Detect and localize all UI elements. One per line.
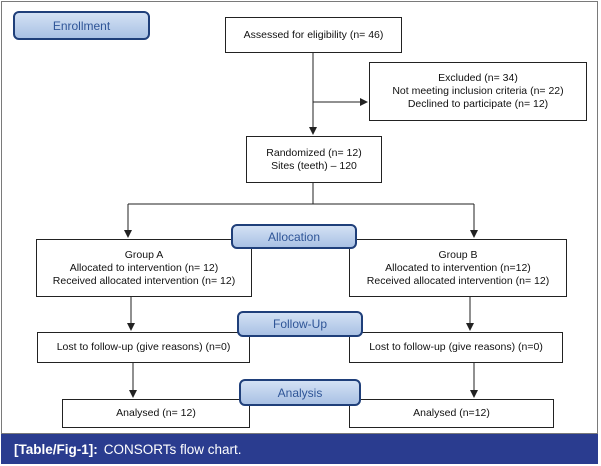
group-a-analysed-box: Analysed (n= 12) [62, 399, 250, 428]
enrollment-stage-label: Enrollment [13, 11, 150, 40]
connector-lines [124, 53, 478, 398]
group-b-analysed-text: Analysed (n=12) [413, 407, 490, 419]
group-b-allocation-box: Group B Allocated to intervention (n=12)… [349, 239, 567, 297]
follow-up-stage-label: Follow-Up [237, 311, 363, 337]
randomized-sites: Sites (teeth) – 120 [271, 159, 357, 172]
assessed-text: Assessed for eligibility (n= 46) [243, 28, 384, 41]
caption-label: [Table/Fig-1]: [14, 441, 98, 457]
group-a-lost-box: Lost to follow-up (give reasons) (n=0) [37, 332, 250, 363]
randomized-box: Randomized (n= 12) Sites (teeth) – 120 [246, 136, 382, 183]
figure-caption: [Table/Fig-1]: CONSORTs flow chart. [1, 434, 598, 464]
group-b-lost-box: Lost to follow-up (give reasons) (n=0) [349, 332, 563, 363]
randomized-count: Randomized (n= 12) [266, 146, 362, 159]
group-b-analysed-box: Analysed (n=12) [349, 399, 554, 428]
caption-text: CONSORTs flow chart. [103, 441, 242, 457]
group-b-allocated: Allocated to intervention (n=12) [385, 261, 531, 274]
group-a-received: Received allocated intervention (n= 12) [52, 274, 236, 287]
group-b-lost-text: Lost to follow-up (give reasons) (n=0) [369, 341, 543, 353]
allocation-stage-label: Allocation [231, 224, 357, 249]
excluded-reason-criteria: Not meeting inclusion criteria (n= 22) [392, 85, 564, 97]
group-b-received: Received allocated intervention (n= 12) [366, 274, 550, 287]
excluded-box: Excluded (n= 34) Not meeting inclusion c… [369, 62, 587, 121]
group-a-allocated: Allocated to intervention (n= 12) [69, 261, 219, 274]
group-a-allocation-box: Group A Allocated to intervention (n= 12… [36, 239, 252, 297]
assessed-box: Assessed for eligibility (n= 46) [225, 17, 402, 53]
group-b-title: Group B [438, 248, 478, 261]
analysis-stage-label: Analysis [239, 379, 361, 406]
group-a-analysed-text: Analysed (n= 12) [116, 407, 196, 419]
excluded-reason-declined: Declined to participate (n= 12) [407, 98, 549, 110]
excluded-title: Excluded (n= 34) [438, 72, 518, 84]
group-a-lost-text: Lost to follow-up (give reasons) (n=0) [56, 341, 231, 353]
group-a-title: Group A [124, 248, 164, 261]
